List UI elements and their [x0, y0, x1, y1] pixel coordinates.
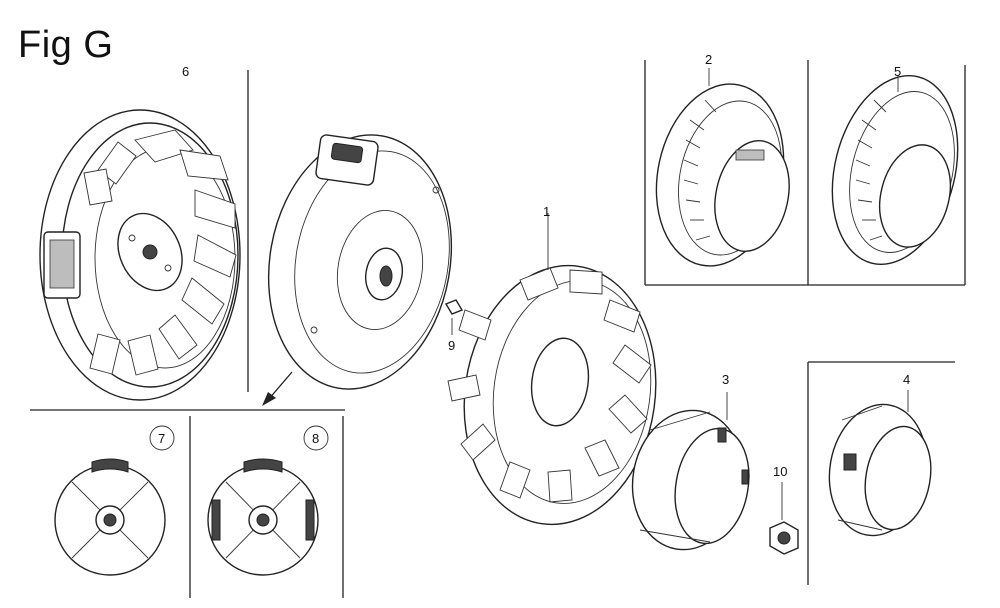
callout-8: 8 [312, 431, 319, 446]
part-2-stator [655, 68, 790, 267]
figure-title: Fig G [18, 24, 114, 66]
flywheel-rear-view [267, 134, 453, 390]
part-6-flywheel-assembly [39, 109, 241, 401]
callout-10: 10 [773, 464, 787, 479]
callout-labels: 6 2 5 1 9 3 4 10 7 8 [158, 52, 910, 479]
callout-2: 2 [705, 52, 712, 67]
part-4-pulley [828, 390, 932, 537]
part-10-nut [769, 482, 799, 555]
panel-lines [30, 60, 966, 598]
callout-4: 4 [903, 372, 910, 387]
callout-9: 9 [448, 338, 455, 353]
callout-3: 3 [722, 372, 729, 387]
callout-6: 6 [182, 64, 189, 79]
part-8-flywheel-face [207, 425, 329, 576]
part-9-key [444, 299, 464, 335]
callout-7: 7 [158, 431, 165, 446]
part-3-starter-cup [631, 392, 750, 551]
direction-arrow [262, 371, 293, 406]
callout-1: 1 [543, 204, 550, 219]
part-1-cooling-fan [447, 213, 657, 526]
part-7-flywheel-face [54, 425, 175, 576]
callout-5: 5 [894, 64, 901, 79]
part-5-stator [831, 75, 959, 265]
